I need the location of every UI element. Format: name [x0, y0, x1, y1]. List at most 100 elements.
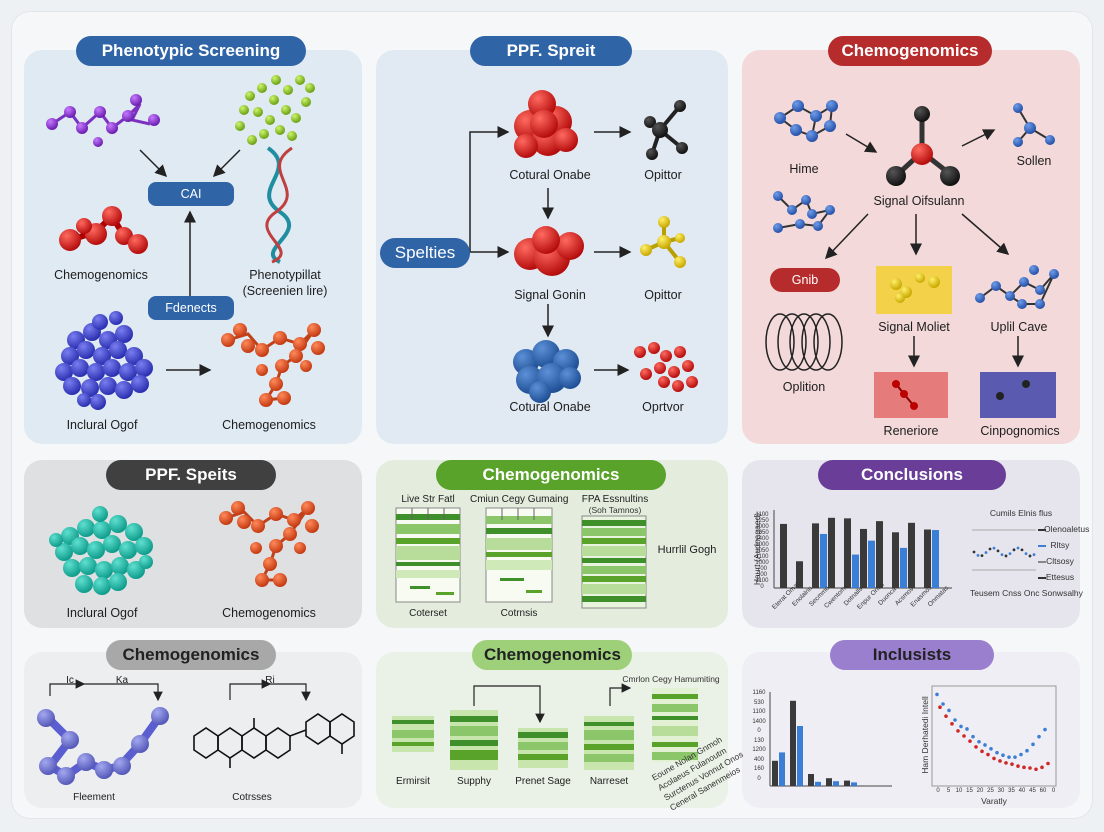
- chart1-bar: [828, 517, 835, 588]
- heatmap-header-3-sub: (Soh Tamnos): [588, 505, 642, 515]
- chart3-point: [1010, 762, 1014, 766]
- title-ppf-spreit: PPF. Spreit: [470, 36, 632, 66]
- label-signal-moliet: Signal Moliet: [878, 320, 950, 334]
- chart3-point: [1001, 753, 1005, 757]
- chart3-y-label: Ham Derhatedi Intell: [920, 696, 930, 774]
- chart3-point: [989, 747, 993, 751]
- chart3-x-tick: 0: [936, 788, 940, 794]
- legend-dot: [1032, 553, 1036, 557]
- red-box-icon: [874, 372, 948, 418]
- workflow-top-label: Cmrlon Cegy Hamumiting: [622, 674, 720, 684]
- coil-icon: [765, 313, 843, 371]
- chart1-y-tick: 1100: [755, 512, 769, 518]
- chart3-x-tick: 30: [997, 788, 1005, 794]
- label-hurrlil-gogh: Hurrlil Gogh: [657, 544, 717, 556]
- chart3-point: [977, 739, 981, 744]
- heatmap-header-3: FPA Essnultins: [581, 494, 649, 505]
- title-inclusists: Inclusists: [830, 640, 994, 670]
- legend-dot: [988, 547, 992, 551]
- chart2-y-tick: 530: [753, 699, 764, 706]
- chart3-point: [965, 727, 969, 731]
- chart1-y-tick: 1000: [755, 524, 769, 530]
- chart1-bar: [852, 554, 859, 588]
- chart1-y-tick: 1050: [755, 548, 769, 554]
- chart3-point: [1031, 742, 1035, 747]
- legend-dot: [980, 554, 984, 558]
- chart3-point: [1037, 734, 1041, 739]
- heatmap-header-1: Live Str Fatl: [401, 494, 455, 505]
- chart3-x-tick: 15: [966, 788, 973, 794]
- chart3-point: [938, 705, 942, 709]
- blue-network-molecule-icon: [975, 265, 1059, 309]
- chart1-y-tick: 1400: [755, 536, 769, 542]
- blue-protein-icon: [55, 311, 153, 410]
- chart1-bar: [820, 533, 827, 588]
- label-opittor-1: Opittor: [644, 168, 682, 182]
- workflow-label-2: Supphy: [457, 776, 491, 787]
- chart2-y-tick: 1160: [752, 690, 766, 696]
- bracket-label-3: Ri: [265, 675, 275, 686]
- blue-ring-molecule-icon: [774, 100, 838, 142]
- yellow-box-icon: [876, 266, 952, 314]
- label-reneriore: Reneriore: [883, 424, 939, 438]
- label-inclural-ogof-1: Inclural Ogof: [66, 418, 138, 432]
- heatmap-3: [581, 515, 647, 609]
- chart1-y-tick: 1100: [755, 578, 769, 584]
- label-fleement: Fleement: [73, 792, 115, 803]
- label-phenotypillat: Phenotypillat: [249, 268, 321, 282]
- chart2-y-tick: 0: [757, 728, 761, 734]
- chart2-bar: [772, 760, 778, 786]
- chart3-point: [1046, 761, 1050, 766]
- chart3-x-tick: 60: [1039, 788, 1047, 794]
- label-oprtvor: Oprtvor: [642, 400, 684, 414]
- chart3-x-tick: 5: [946, 788, 951, 794]
- title-conclusions: Conclusions: [818, 460, 1006, 490]
- title-phenotypic-screening: Phenotypic Screening: [76, 36, 306, 66]
- chart3-point: [1016, 764, 1020, 768]
- chart3-x-tick: 20: [976, 788, 984, 794]
- chart3-point: [935, 692, 939, 697]
- title-chemogenomics-workflow: Chemogenomics: [472, 640, 632, 670]
- workflow-heatmap-3: [518, 728, 568, 768]
- red-cluster-icon-middle: [514, 226, 584, 276]
- central-molecule-icon: [886, 106, 960, 186]
- bracket-label-2: Ka: [115, 675, 129, 686]
- legend-dot: [996, 549, 1000, 553]
- chart3-point: [1040, 765, 1044, 770]
- chart3-point: [941, 702, 945, 706]
- chart1-bar: [844, 518, 851, 588]
- label-opittor-2: Opittor: [644, 288, 682, 302]
- chart1-bar: [924, 529, 931, 588]
- legend-dots: [972, 546, 1036, 558]
- legend-dot: [972, 550, 976, 554]
- chart3-point: [995, 750, 999, 755]
- bracket-label-1: Ic: [66, 675, 74, 686]
- workflow-connectors: [473, 683, 632, 724]
- chart1-bar: [908, 522, 915, 588]
- chart1-caption: Teusem Cnss Onc Sonwsalhy: [970, 588, 1083, 598]
- chart3-point: [947, 708, 951, 713]
- chart1-bar: [900, 547, 907, 588]
- gnib-tag: Gnib: [770, 268, 840, 292]
- orange-molecule-icon-2: [219, 501, 319, 587]
- bracket-connectors-left: [49, 679, 163, 702]
- chart3-point: [992, 756, 996, 761]
- black-molecule-icon: [644, 100, 688, 160]
- legend-dot: [992, 546, 996, 550]
- workflow-label-1: Ermirsit: [396, 776, 430, 787]
- chart3-point: [971, 734, 975, 739]
- chart3-point: [1022, 765, 1026, 770]
- workflow-label-4: Narreset: [589, 776, 629, 787]
- heatmap-2: [485, 507, 553, 603]
- chart3-point: [959, 724, 963, 729]
- legend-dot: [1008, 552, 1012, 556]
- chart2-bar: [844, 780, 850, 786]
- chart3-point: [1007, 755, 1011, 759]
- legend-dot: [1004, 554, 1008, 558]
- chart3-point: [944, 714, 948, 718]
- lavender-chain-icon: [37, 707, 169, 785]
- chart3-point: [968, 739, 972, 743]
- legend-dot: [1024, 552, 1028, 556]
- label-inclural-ogof-2: Inclural Ogof: [66, 606, 138, 620]
- workflow-heatmap-1: [392, 716, 434, 752]
